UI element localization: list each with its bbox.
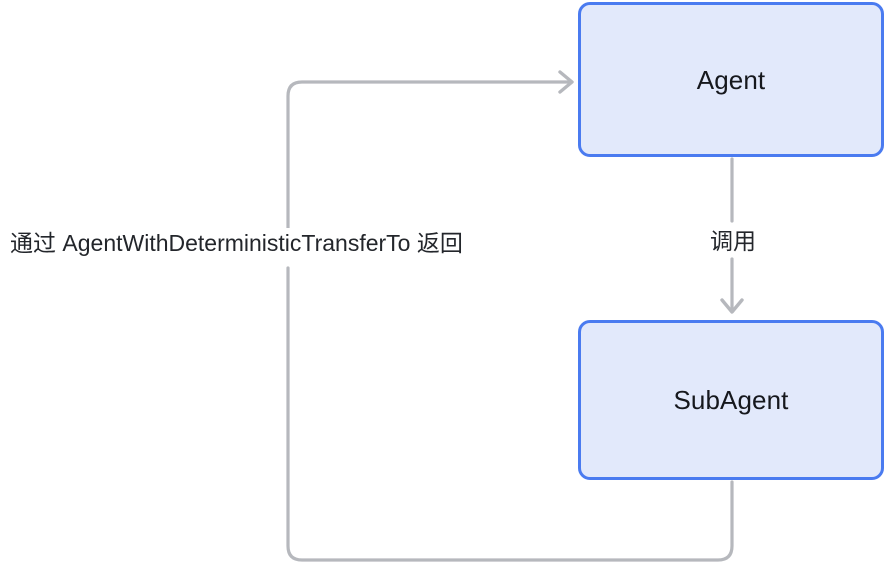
return-edge-path-lower (286, 266, 734, 562)
edge-label-call: 调用 (632, 226, 834, 257)
call-edge-arrowhead-down-icon (720, 298, 744, 314)
return-edge-arrowhead-right-icon (558, 70, 574, 94)
node-subagent-label: SubAgent (673, 385, 789, 415)
edge-label-return: 通过 AgentWithDeterministicTransferTo 返回 (0, 228, 888, 259)
node-agent[interactable]: Agent (578, 2, 884, 157)
return-edge-path-upper (286, 80, 572, 238)
edge-label-return-text: 通过 AgentWithDeterministicTransferTo 返回 (0, 228, 473, 259)
node-agent-label: Agent (696, 64, 766, 95)
node-subagent[interactable]: SubAgent (578, 320, 884, 480)
edge-label-call-text: 调用 (698, 226, 768, 257)
